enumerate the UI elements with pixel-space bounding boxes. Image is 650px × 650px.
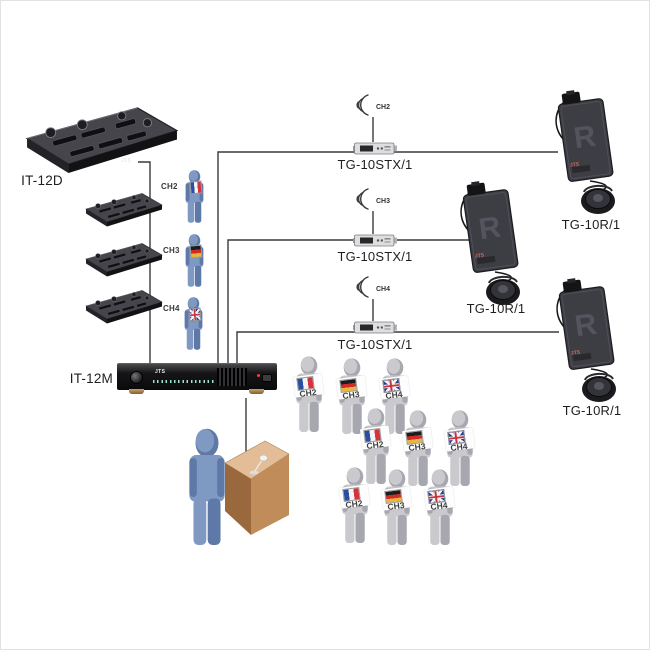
transmitter-1 xyxy=(353,141,397,156)
microphone-icon xyxy=(259,454,268,462)
receiver-3-label: TG-10R/1 xyxy=(562,403,622,418)
audience-member: CH4 xyxy=(423,469,457,547)
interpreter-ch4-label: CH4 xyxy=(163,304,180,313)
interpreter-figure-ch4 xyxy=(182,295,205,355)
interpreter-console-ch2 xyxy=(84,191,164,228)
transmitter-2 xyxy=(353,233,397,248)
france-flag-icon xyxy=(189,180,203,195)
receiver-3: R JTS xyxy=(547,277,632,412)
receiver-2-label: TG-10R/1 xyxy=(466,301,526,316)
it12m-label: IT-12M xyxy=(69,371,113,386)
germany-flag-icon xyxy=(189,244,203,259)
audience-member: CH2 xyxy=(338,467,372,545)
it12m-unit: JTS xyxy=(117,363,277,390)
power-led xyxy=(257,374,260,377)
wave-ch2-label: CH2 xyxy=(376,104,391,111)
interpreter-ch3-label: CH3 xyxy=(163,246,180,255)
podium xyxy=(224,440,290,535)
rf-waves-icon-ch3 xyxy=(351,186,375,212)
power-switch xyxy=(262,374,272,382)
receiver-bodypack xyxy=(546,89,631,224)
person-shape xyxy=(183,168,206,226)
interpreter-console-ch4 xyxy=(84,288,164,325)
line-ch2 xyxy=(217,151,558,364)
rf-waves-icon-ch4 xyxy=(351,274,375,300)
interpreter-figure-ch2 xyxy=(183,168,206,228)
receiver-brand-logo: JTS xyxy=(569,161,580,169)
audience-member: CH3 xyxy=(380,469,414,547)
it12d-console xyxy=(23,103,181,176)
transmitter-3 xyxy=(353,320,397,335)
it12d-brand-logo: JTS xyxy=(121,158,132,164)
interpreter-ch2-label: CH2 xyxy=(161,182,178,191)
receiver-bodypack xyxy=(547,277,632,412)
wave-ch4-label: CH4 xyxy=(376,286,391,293)
person-shape xyxy=(183,232,206,290)
wave-ch3-label: CH3 xyxy=(376,198,391,205)
receiver-watermark: R xyxy=(476,210,503,247)
receiver-watermark: R xyxy=(572,307,599,344)
mic-stand xyxy=(254,459,263,472)
line-ch4 xyxy=(236,331,559,364)
receiver-watermark: R xyxy=(571,119,598,156)
receiver-brand-logo: JTS xyxy=(570,349,581,357)
rack-foot-right xyxy=(249,389,264,394)
receiver-brand-logo: JTS xyxy=(474,252,485,260)
receiver-1: R JTS xyxy=(546,89,631,224)
person-shape xyxy=(182,295,205,353)
transmitter-2-label: TG-10STX/1 xyxy=(337,249,413,264)
rack-foot-left xyxy=(129,389,144,394)
receiver-2: R JTS xyxy=(451,180,536,315)
receiver-bodypack xyxy=(451,180,536,315)
vent-grille xyxy=(217,368,247,386)
transmitter-3-label: TG-10STX/1 xyxy=(337,337,413,352)
mic-base xyxy=(249,470,259,475)
transmitter-1-label: TG-10STX/1 xyxy=(337,157,413,172)
it12m-brand-logo: JTS xyxy=(155,369,166,375)
interpreter-figure-ch3 xyxy=(183,232,206,292)
led-indicators xyxy=(153,380,215,383)
uk-flag-icon xyxy=(188,307,202,322)
xlr-connector xyxy=(130,371,143,384)
rf-waves-icon-ch2 xyxy=(351,92,375,118)
audience-member: CH2 xyxy=(292,356,326,434)
interpreter-console-ch3 xyxy=(84,241,164,278)
it12d-label: IT-12D xyxy=(21,173,63,188)
receiver-1-label: TG-10R/1 xyxy=(561,217,621,232)
